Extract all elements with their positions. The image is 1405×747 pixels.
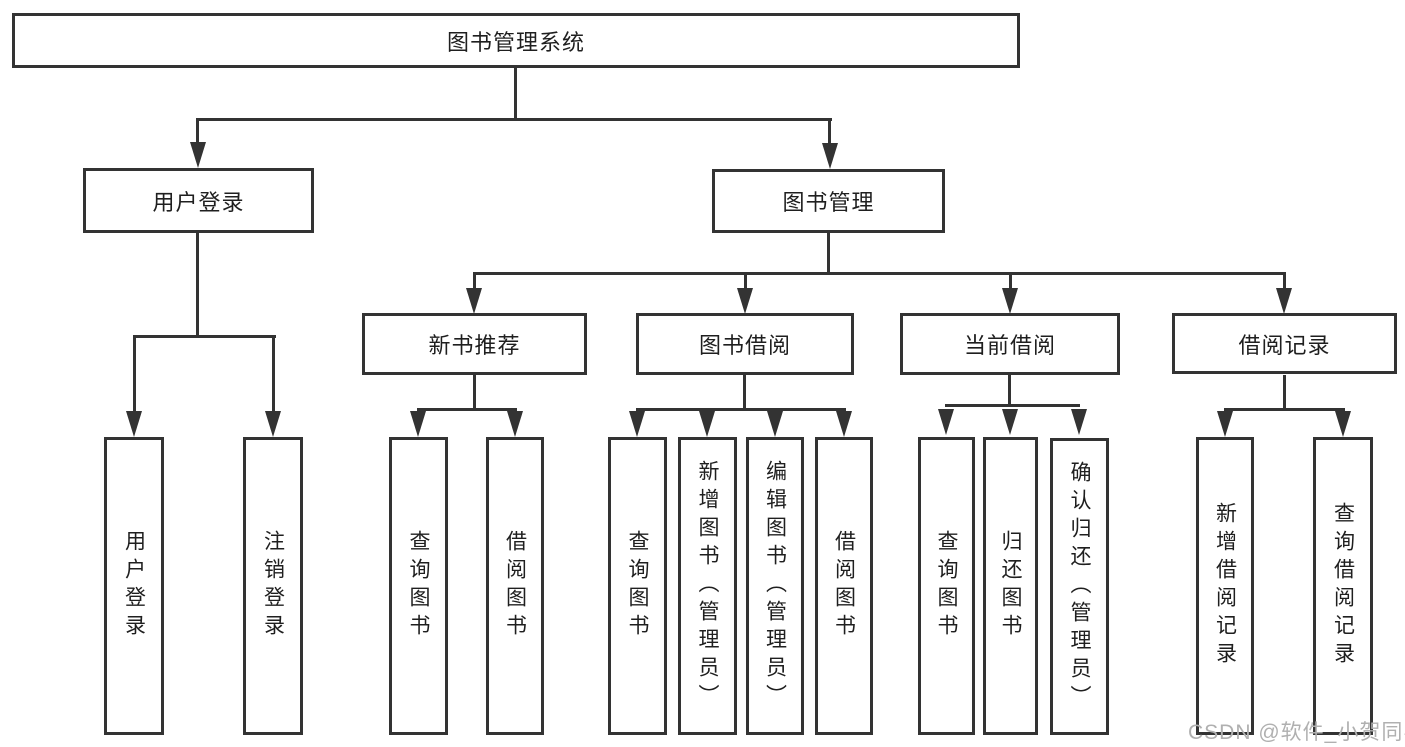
node-leaf-user-login-label: 用户登录 (122, 530, 146, 642)
node-leaf-add-books-admin: 新增图书（管理员） (678, 437, 737, 735)
connector-root-rail (196, 118, 832, 121)
connector-user-login-stem (196, 233, 199, 337)
node-leaf-edit-books-admin: 编辑图书（管理员） (746, 437, 804, 735)
arrow-down-icon (767, 411, 783, 437)
node-leaf-add-books-admin-label: 新增图书（管理员） (696, 460, 719, 712)
node-leaf-return-books: 归还图书 (983, 437, 1038, 735)
connector-book-borrow-rail (636, 408, 846, 411)
arrow-down-icon (1335, 411, 1351, 437)
node-borrow-records: 借阅记录 (1172, 313, 1397, 374)
node-root-label: 图书管理系统 (446, 29, 585, 55)
connector-current-borrow-stem (1008, 375, 1011, 406)
node-leaf-query-books-1: 查询图书 (389, 437, 448, 735)
connector-book-borrow-stem (743, 375, 746, 411)
node-leaf-borrow-books-2: 借阅图书 (815, 437, 873, 735)
arrow-down-icon (190, 142, 206, 168)
node-leaf-confirm-return-admin: 确认归还（管理员） (1050, 438, 1109, 735)
connector-new-book-rail (417, 408, 517, 411)
node-book-borrow-label: 图书借阅 (698, 333, 791, 358)
node-new-book-recommend-label: 新书推荐 (428, 333, 521, 358)
connector-current-borrow-rail (945, 404, 1080, 407)
connector-drop-new-book (473, 274, 476, 290)
node-leaf-borrow-books-1-label: 借阅图书 (503, 530, 527, 642)
node-current-borrow-label: 当前借阅 (963, 333, 1056, 358)
connector-borrow-records-stem (1283, 375, 1286, 411)
node-leaf-return-books-label: 归还图书 (999, 530, 1022, 642)
arrow-down-icon (507, 411, 523, 437)
arrow-down-icon (737, 288, 753, 314)
arrow-down-icon (699, 411, 715, 437)
node-user-login-label: 用户登录 (152, 189, 245, 215)
node-leaf-query-books-2-label: 查询图书 (626, 530, 649, 642)
arrow-down-icon (126, 411, 142, 437)
node-root: 图书管理系统 (12, 13, 1020, 68)
node-leaf-logout: 注销登录 (243, 437, 303, 735)
arrow-down-icon (265, 411, 281, 437)
node-leaf-user-login: 用户登录 (104, 437, 164, 735)
connector-drop-current-borrow (1009, 274, 1012, 290)
arrow-down-icon (1002, 288, 1018, 314)
connector-drop-leaf (133, 337, 136, 416)
node-user-login: 用户登录 (83, 168, 314, 233)
arrow-down-icon (410, 411, 426, 437)
arrow-down-icon (822, 143, 838, 169)
node-leaf-borrow-books-2-label: 借阅图书 (832, 530, 856, 642)
node-leaf-query-books-1-label: 查询图书 (407, 530, 430, 642)
csdn-watermark: CSDN @软件_小贺同学 (1188, 721, 1405, 744)
connector-drop-book-management (828, 120, 831, 146)
node-leaf-query-books-3: 查询图书 (918, 437, 975, 735)
node-leaf-query-borrow-record-label: 查询借阅记录 (1331, 502, 1355, 670)
connector-drop-borrow-records (1283, 274, 1286, 290)
arrow-down-icon (629, 411, 645, 437)
arrow-down-icon (1071, 409, 1087, 435)
node-leaf-logout-label: 注销登录 (261, 530, 285, 642)
node-leaf-borrow-books-1: 借阅图书 (486, 437, 544, 735)
node-leaf-query-borrow-record: 查询借阅记录 (1313, 437, 1373, 735)
arrow-down-icon (1002, 409, 1018, 435)
connector-borrow-records-rail (1224, 408, 1345, 411)
arrow-down-icon (836, 411, 852, 437)
node-book-management: 图书管理 (712, 169, 945, 233)
connector-root-stem (514, 68, 517, 120)
node-leaf-query-books-3-label: 查询图书 (935, 530, 958, 642)
node-borrow-records-label: 借阅记录 (1238, 332, 1331, 358)
arrow-down-icon (938, 409, 954, 435)
arrow-down-icon (1217, 411, 1233, 437)
connector-book-management-stem (827, 233, 830, 275)
connector-new-book-stem (473, 375, 476, 411)
connector-drop-user-login (196, 120, 199, 146)
node-leaf-add-borrow-record: 新增借阅记录 (1196, 437, 1254, 735)
node-book-management-label: 图书管理 (782, 190, 875, 215)
node-leaf-query-books-2: 查询图书 (608, 437, 667, 735)
node-book-borrow: 图书借阅 (636, 313, 854, 375)
connector-drop-book-borrow (744, 274, 747, 290)
arrow-down-icon (466, 288, 482, 314)
node-leaf-add-borrow-record-label: 新增借阅记录 (1213, 502, 1237, 670)
connector-drop-leaf (272, 337, 275, 416)
node-current-borrow: 当前借阅 (900, 313, 1120, 375)
connector-book-management-rail (473, 272, 1286, 275)
node-leaf-edit-books-admin-label: 编辑图书（管理员） (763, 460, 787, 712)
node-leaf-confirm-return-admin-label: 确认归还（管理员） (1068, 460, 1091, 713)
node-new-book-recommend: 新书推荐 (362, 313, 587, 375)
connector-user-login-rail (133, 335, 276, 338)
arrow-down-icon (1276, 288, 1292, 314)
